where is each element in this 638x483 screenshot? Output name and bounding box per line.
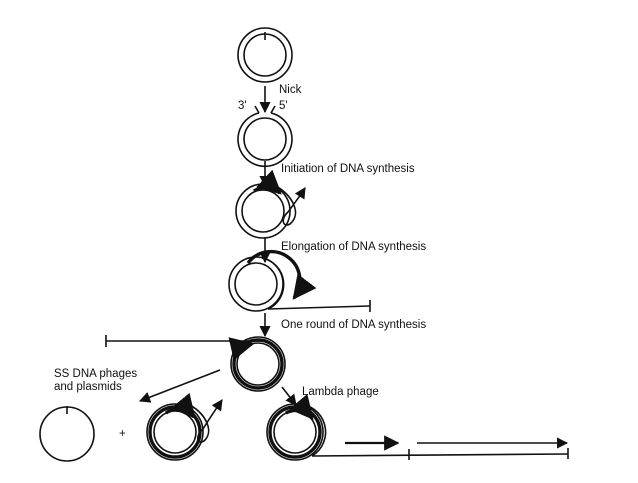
circle-stage-1 — [237, 27, 293, 83]
circle-stage-2-nicked — [237, 105, 293, 168]
circle-stage-4-elongation — [228, 249, 371, 312]
arrow-lambda-branch — [281, 386, 297, 406]
circle-ss-product — [39, 406, 95, 462]
label-and-plasmids: and plasmids — [54, 381, 122, 393]
label-lambda-phage: Lambda phage — [302, 386, 379, 398]
label-five-prime: 5' — [279, 100, 288, 112]
label-initiation: Initiation of DNA synthesis — [281, 163, 415, 175]
circle-stage-3-initiation — [235, 169, 306, 239]
label-elongation: Elongation of DNA synthesis — [281, 241, 426, 253]
arrow-ss-branch — [138, 369, 221, 403]
label-nick: Nick — [279, 84, 302, 96]
label-one-round: One round of DNA synthesis — [281, 319, 426, 331]
label-plus: + — [119, 428, 126, 440]
circle-stage-5-one-round — [105, 335, 286, 392]
label-ss-dna-phages: SS DNA phages — [54, 368, 137, 380]
label-three-prime: 3' — [238, 100, 247, 112]
circle-lambda-concatemer — [266, 393, 569, 461]
circle-reinitiated — [146, 392, 223, 461]
